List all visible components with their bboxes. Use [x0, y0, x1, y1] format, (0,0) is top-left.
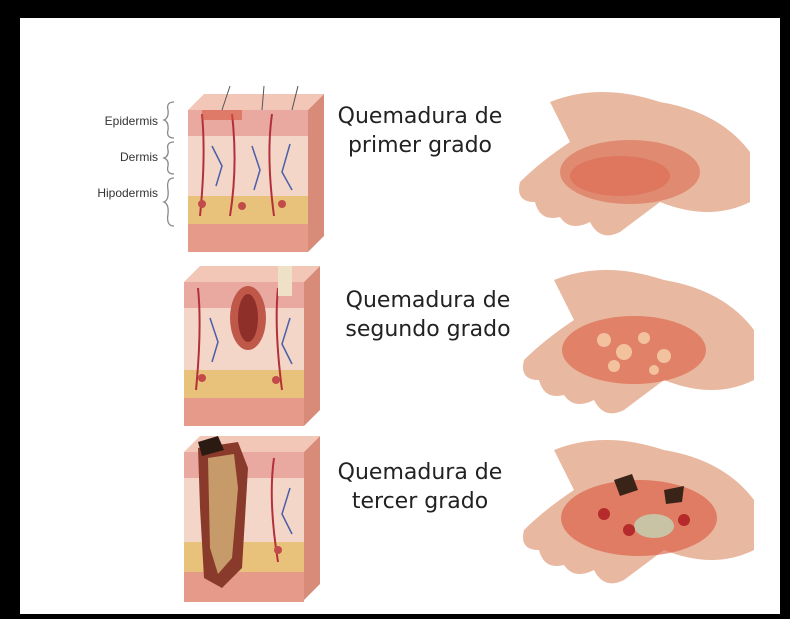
burn-title-third-line2: tercer grado [320, 487, 520, 516]
burn-title-second: Quemadura de segundo grado [328, 286, 528, 344]
burn-title-second-line2: segundo grado [328, 315, 528, 344]
hand-first-degree [510, 82, 760, 247]
burn-title-second-line1: Quemadura de [328, 286, 528, 315]
skin-block-first-degree [182, 86, 330, 256]
skin-block-third-degree [178, 428, 328, 608]
burn-title-third-line1: Quemadura de [320, 458, 520, 487]
label-dermis: Dermis [120, 150, 158, 164]
skin-block-second-degree [178, 258, 328, 433]
label-epidermis: Epidermis [105, 114, 158, 128]
layer-braces [162, 100, 178, 230]
hand-second-degree [514, 260, 764, 425]
diagram-panel: Epidermis Dermis Hipodermis [20, 18, 780, 614]
burn-title-first-line1: Quemadura de [320, 102, 520, 131]
burn-title-first-line2: primer grado [320, 131, 520, 160]
hand-third-degree [514, 430, 764, 600]
burn-title-first: Quemadura de primer grado [320, 102, 520, 160]
burn-title-third: Quemadura de tercer grado [320, 458, 520, 516]
label-hipodermis: Hipodermis [97, 186, 158, 200]
